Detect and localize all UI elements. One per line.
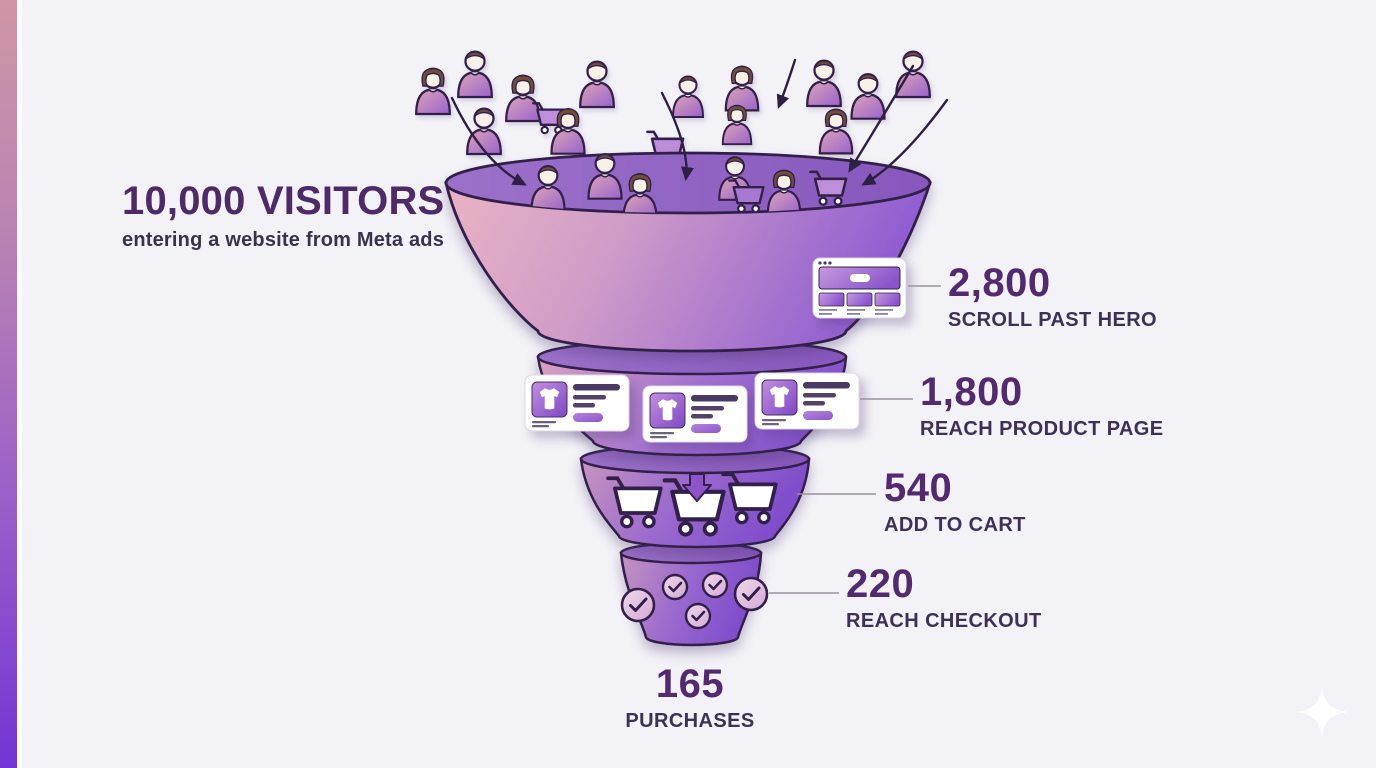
checkmark-badge-icon <box>620 587 656 623</box>
sparkle-icon <box>1296 686 1348 738</box>
person-icon <box>850 73 886 120</box>
connector-lines-group <box>769 285 941 594</box>
entry-arrows-group <box>450 58 949 186</box>
stage-label: REACH CHECKOUT <box>846 610 1042 632</box>
down-arrow-icon <box>776 58 797 109</box>
down-arrow-icon <box>660 91 694 182</box>
person-icon <box>457 50 493 99</box>
floating-visitors-group <box>415 50 931 166</box>
checkmark-badge-icon <box>733 576 769 612</box>
stage-label: PURCHASES <box>625 710 755 732</box>
stage-reach-checkout: 220 REACH CHECKOUT <box>846 564 1042 632</box>
person-icon <box>724 65 760 112</box>
product-card-icon <box>642 385 748 443</box>
stage-label: SCROLL PAST HERO <box>948 309 1158 331</box>
stage-value: 220 <box>846 562 915 606</box>
stage-value: 1,800 <box>920 370 1023 414</box>
checkmark-badge-icon <box>701 571 729 599</box>
checkout-badges-group <box>620 571 769 630</box>
product-card-icon <box>524 374 630 432</box>
down-arrow-icon <box>450 96 527 186</box>
person-icon <box>505 74 541 123</box>
funnel-tier-1 <box>444 151 932 353</box>
add-to-cart-group <box>606 472 778 535</box>
down-arrow-icon <box>848 64 915 173</box>
stage-value: 2,800 <box>948 261 1051 305</box>
stage-label: ADD TO CART <box>884 514 1026 536</box>
person-icon <box>721 104 753 146</box>
stage-add-to-cart: 540 ADD TO CART <box>884 468 1026 536</box>
funnel-tier-4 <box>619 541 763 647</box>
checkmark-badge-icon <box>661 573 689 601</box>
down-arrow-icon <box>861 98 949 186</box>
stage-value: 540 <box>884 466 953 510</box>
stage-scroll-past-hero: 2,800 SCROLL PAST HERO <box>948 263 1157 331</box>
add-to-cart-arrow-icon <box>682 473 712 502</box>
visitors-block: 10,000 VISITORS entering a website from … <box>122 181 444 252</box>
left-accent-bar <box>0 0 22 768</box>
person-icon <box>672 75 704 118</box>
product-card-icon <box>754 372 860 430</box>
person-icon <box>806 59 842 108</box>
visitors-title: 10,000 VISITORS <box>122 179 445 223</box>
checkmark-badge-icon <box>684 602 712 630</box>
person-icon <box>415 67 451 116</box>
stage-label: REACH PRODUCT PAGE <box>920 418 1164 440</box>
visitors-subtitle: entering a website from Meta ads <box>122 229 445 251</box>
browser-hero-icon <box>812 257 907 319</box>
person-icon <box>895 50 931 99</box>
stage-purchases: 165 PURCHASES <box>575 664 805 732</box>
person-icon <box>579 60 615 109</box>
stage-reach-product-page: 1,800 REACH PRODUCT PAGE <box>920 372 1164 440</box>
stage-value: 165 <box>655 662 725 706</box>
person-icon <box>466 107 502 156</box>
person-icon <box>818 108 854 155</box>
